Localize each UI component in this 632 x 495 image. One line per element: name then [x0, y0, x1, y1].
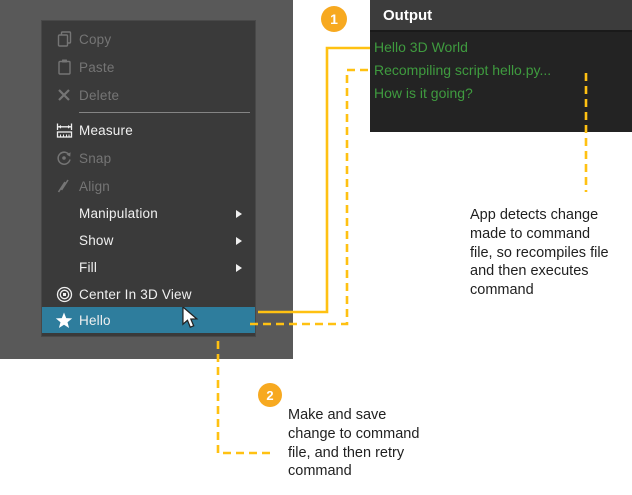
star-icon: [51, 312, 77, 329]
step-badge-number: 1: [330, 11, 338, 27]
menu-item-label: Fill: [79, 260, 98, 275]
menu-item-fill[interactable]: Fill: [42, 254, 255, 281]
align-icon: [51, 179, 77, 193]
menu-item-label: Snap: [79, 150, 112, 166]
menu-item-align[interactable]: Align: [42, 172, 255, 200]
mouse-cursor-icon: [182, 307, 199, 329]
note-line: command: [288, 463, 352, 480]
step-badge-1: 1: [321, 6, 347, 32]
console-line: How is it going?: [374, 85, 473, 101]
menu-item-label: Hello: [79, 312, 111, 328]
note-line: Make and save: [288, 407, 387, 423]
note-line: made to command: [470, 225, 591, 242]
menu-item-copy[interactable]: Copy: [42, 25, 255, 53]
note-line: change to command: [288, 425, 420, 442]
note-line: and then executes: [470, 263, 589, 280]
copy-icon: [51, 31, 77, 47]
delete-x-icon: [51, 88, 77, 102]
menu-item-manipulation[interactable]: Manipulation: [42, 200, 255, 227]
menu-item-delete[interactable]: Delete: [42, 81, 255, 109]
note-line: file, and then retry: [288, 444, 405, 461]
paste-icon: [51, 59, 77, 75]
annotation-note-1: App detects change made to command file,…: [470, 206, 609, 300]
output-panel: Output Hello 3D World Recompiling script…: [370, 0, 632, 132]
step-badge-2: 2: [258, 383, 282, 407]
menu-item-label: Center In 3D View: [79, 286, 192, 302]
output-panel-header: Output: [370, 0, 632, 32]
submenu-arrow-icon: [236, 209, 242, 218]
note-line: command: [470, 282, 534, 299]
note-line: App detects change: [470, 207, 599, 223]
menu-item-label: Paste: [79, 59, 115, 75]
menu-item-label: Copy: [79, 31, 112, 47]
output-console: Hello 3D World Recompiling script hello.…: [370, 32, 632, 105]
menu-item-label: Align: [79, 178, 111, 194]
note-line: file, so recompiles file: [470, 244, 609, 261]
step-badge-number: 2: [266, 387, 274, 403]
console-line: Hello 3D World: [374, 39, 468, 55]
context-menu: Copy Paste Delete Measure Snap Align Man: [41, 20, 256, 337]
measure-ruler-icon: [51, 123, 77, 138]
menu-item-label: Measure: [79, 122, 133, 138]
menu-separator: [79, 112, 250, 113]
menu-item-paste[interactable]: Paste: [42, 53, 255, 81]
console-line: Recompiling script hello.py...: [374, 62, 552, 78]
menu-item-label: Manipulation: [79, 206, 158, 221]
menu-item-label: Delete: [79, 87, 120, 103]
submenu-arrow-icon: [236, 236, 242, 245]
menu-item-hello[interactable]: Hello: [42, 307, 255, 333]
menu-item-show[interactable]: Show: [42, 227, 255, 254]
menu-item-measure[interactable]: Measure: [42, 116, 255, 144]
menu-item-center-in-3d-view[interactable]: Center In 3D View: [42, 281, 255, 307]
menu-item-label: Show: [79, 233, 114, 248]
snap-icon: [51, 150, 77, 166]
submenu-arrow-icon: [236, 263, 242, 272]
center-target-icon: [51, 286, 77, 303]
output-panel-title: Output: [383, 6, 433, 24]
menu-item-snap[interactable]: Snap: [42, 144, 255, 172]
annotation-note-2: Make and save change to command file, an…: [288, 406, 419, 481]
